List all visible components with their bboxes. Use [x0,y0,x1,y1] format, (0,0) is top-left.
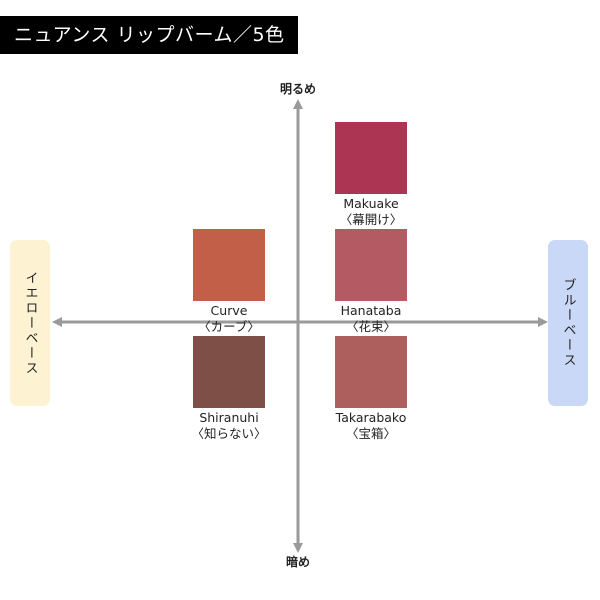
swatch-label-makuake: Makuake 〈幕開け〉 [311,196,431,228]
swatch-subname: 〈カーブ〉 [198,319,260,334]
swatch-subname: 〈知らない〉 [191,426,267,441]
blue-base-label: ブルーベース [560,278,576,368]
swatch-name: Takarabako [335,410,407,425]
blue-base-box: ブルーベース [548,240,588,406]
swatch-subname: 〈宝箱〉 [345,426,396,441]
swatch-name: Shiranuhi [199,410,259,425]
swatch-subname: 〈花束〉 [345,319,396,334]
yellow-base-label: イエローベース [22,270,38,376]
yellow-base-box: イエローベース [10,240,50,406]
swatch-name: Makuake [343,196,399,211]
swatch-makuake [335,122,407,194]
swatch-subname: 〈幕開け〉 [339,212,403,227]
swatch-label-shiranuhi: Shiranuhi 〈知らない〉 [169,410,289,442]
swatch-label-hanataba: Hanataba 〈花束〉 [311,303,431,335]
axis-label-bright: 明るめ [279,82,316,96]
axis-label-dark: 暗め [285,555,310,569]
swatch-name: Hanataba [340,303,402,318]
swatch-takarabako [335,336,407,408]
swatch-shiranuhi [193,336,265,408]
swatch-curve [193,229,265,301]
swatch-name: Curve [210,303,248,318]
swatch-hanataba [335,229,407,301]
swatch-label-curve: Curve 〈カーブ〉 [169,303,289,335]
swatch-label-takarabako: Takarabako 〈宝箱〉 [311,410,431,442]
page-title: ニュアンス リップバーム／5色 [0,16,298,54]
